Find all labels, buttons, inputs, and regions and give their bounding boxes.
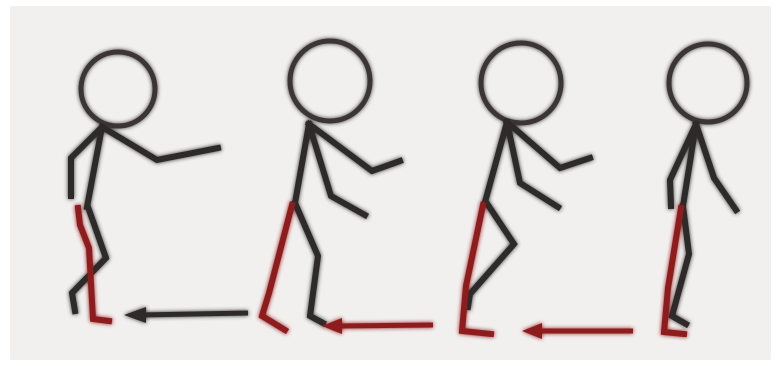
highlighted-leg <box>262 205 292 330</box>
front-arm <box>507 122 590 168</box>
back-arm <box>507 122 558 207</box>
torso <box>485 122 507 202</box>
highlighted-leg <box>462 205 491 334</box>
head <box>290 41 370 121</box>
stick-figure-2 <box>262 41 400 330</box>
front-arm <box>102 127 218 160</box>
stick-figure-4 <box>664 44 747 334</box>
head <box>669 44 747 122</box>
head <box>481 43 561 123</box>
head <box>81 52 155 126</box>
arrow-2 <box>322 318 433 334</box>
arrow-3 <box>522 323 633 339</box>
torso <box>295 124 309 203</box>
arrow-1 <box>124 307 248 323</box>
back-leg <box>295 203 323 323</box>
stick-figure-3 <box>462 43 590 334</box>
stick-figure-1 <box>71 52 218 321</box>
back-arm <box>309 124 365 215</box>
front-arm <box>696 124 736 210</box>
